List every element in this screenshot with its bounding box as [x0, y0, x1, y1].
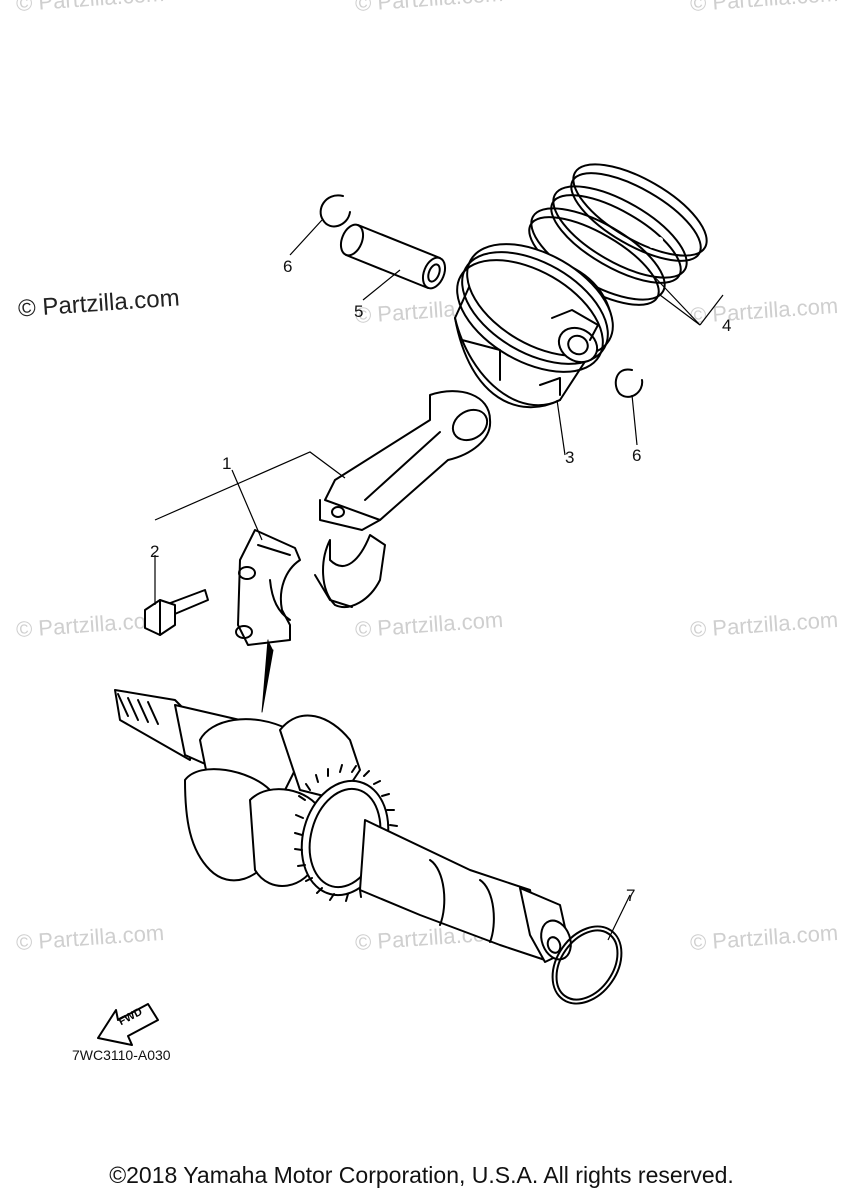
- callout-6a: 6: [283, 257, 293, 276]
- callout-6b: 6: [632, 446, 642, 465]
- rod-cap: [235, 529, 301, 646]
- callout-5: 5: [354, 302, 364, 321]
- callout-1: 1: [222, 454, 232, 473]
- crankshaft: [114, 689, 572, 963]
- leader-lines: [154, 219, 724, 941]
- piston-pin: [339, 223, 447, 290]
- callout-3: 3: [565, 448, 575, 467]
- circlip: [319, 194, 351, 228]
- diagram-code: 7WC3110-A030: [72, 1047, 171, 1063]
- copyright-notice: ©2018 Yamaha Motor Corporation, U.S.A. A…: [109, 1162, 734, 1188]
- fwd-arrow-icon: [97, 1003, 159, 1046]
- connecting-rod: [314, 390, 492, 608]
- callout-2: 2: [150, 542, 160, 561]
- rod-bolt: [144, 589, 209, 636]
- piston-rings: [528, 163, 708, 306]
- circlip: [614, 368, 644, 398]
- callout-4: 4: [722, 316, 732, 335]
- callout-7: 7: [626, 886, 636, 905]
- piston: [454, 243, 614, 409]
- o-ring: [551, 925, 623, 1005]
